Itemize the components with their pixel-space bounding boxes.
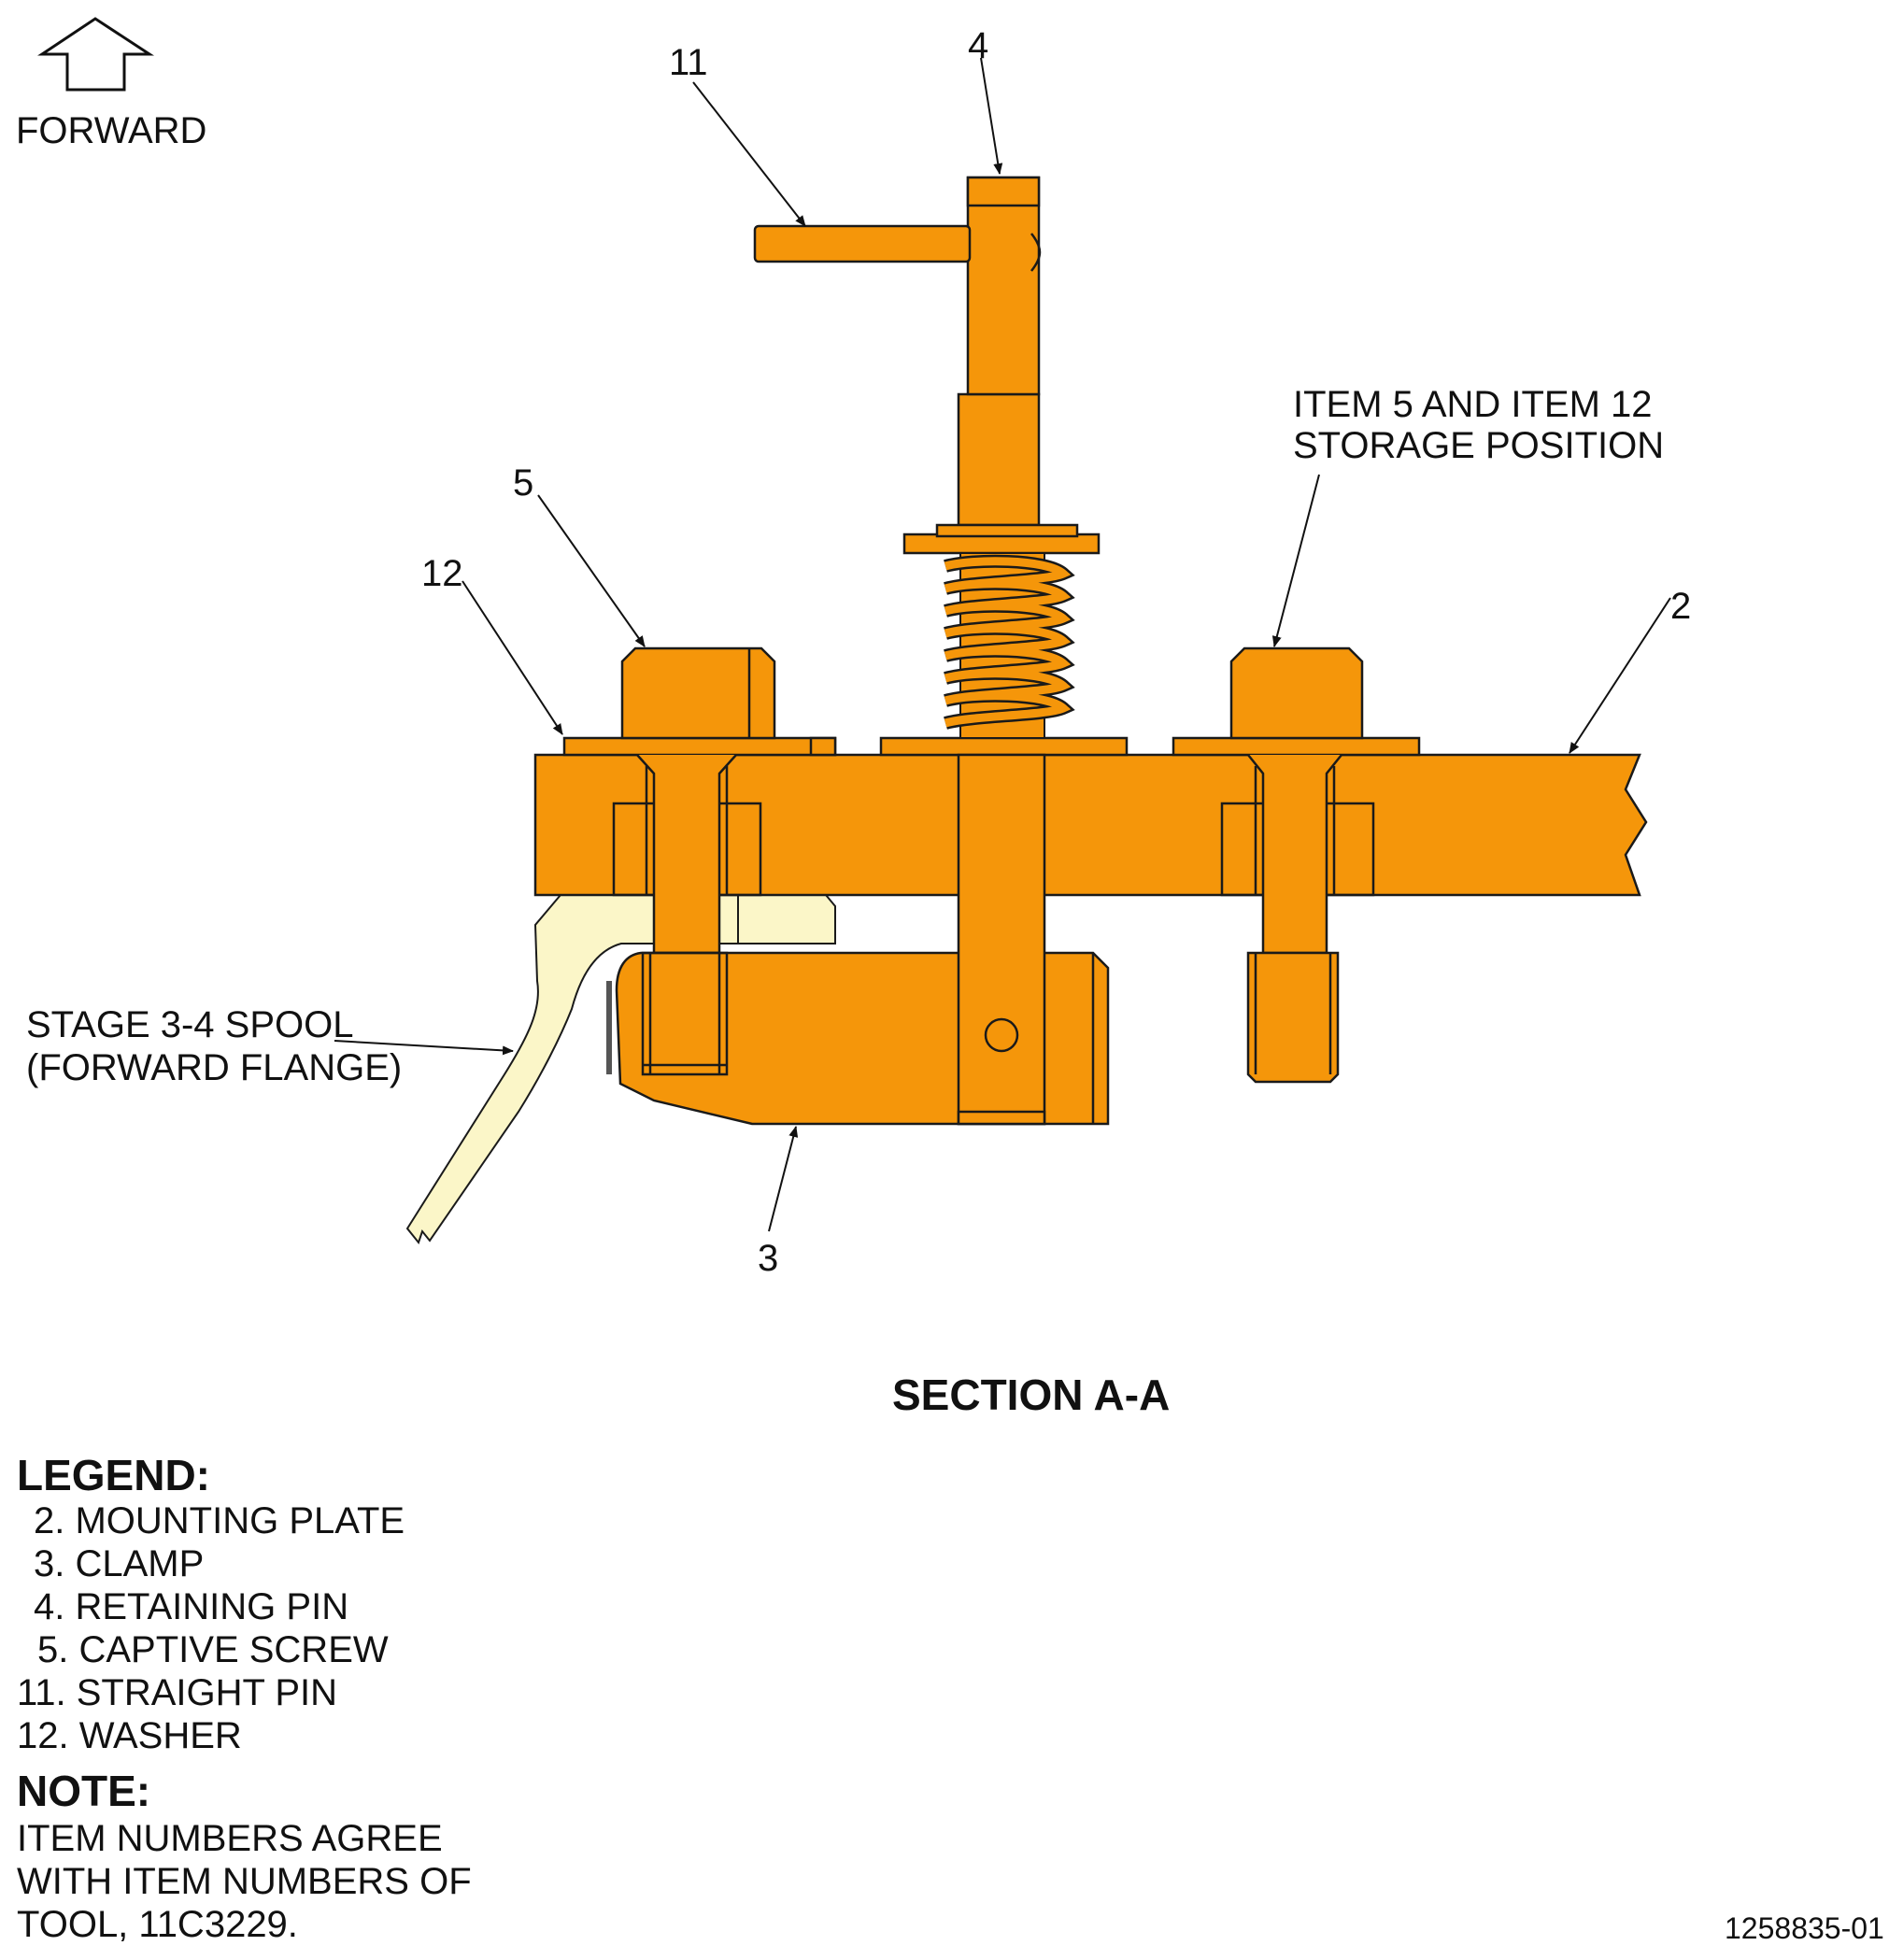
leader-lines — [334, 57, 1671, 1232]
storage-position-label-line2: STORAGE POSITION — [1293, 425, 1664, 466]
spring-shape — [944, 552, 1075, 739]
forward-label: FORWARD — [16, 110, 207, 151]
legend-item: 3. CLAMP — [34, 1543, 205, 1584]
storage-screw-nut — [1246, 951, 1340, 1084]
section-title: SECTION A-A — [892, 1371, 1171, 1419]
callout-3: 3 — [758, 1238, 778, 1279]
legend-title: LEGEND: — [17, 1451, 210, 1499]
spool-label-line1: STAGE 3-4 SPOOL — [26, 1004, 354, 1045]
note-line: WITH ITEM NUMBERS OF — [17, 1861, 472, 1902]
legend-item: 12. WASHER — [17, 1715, 242, 1756]
callout-5: 5 — [513, 462, 533, 504]
legend-item: 11. STRAIGHT PIN — [17, 1672, 338, 1713]
drawing-number: 1258835-01 — [1725, 1911, 1884, 1945]
callout-4: 4 — [968, 25, 988, 66]
stage-3-4-spool-shape — [405, 894, 836, 1245]
callout-11: 11 — [669, 42, 708, 83]
washer-shapes — [562, 736, 1421, 757]
storage-position-label-line1: ITEM 5 AND ITEM 12 — [1293, 384, 1653, 425]
retaining-pin-shape — [902, 176, 1101, 1126]
legend-item: 2. MOUNTING PLATE — [34, 1500, 405, 1541]
screw-shanks — [636, 754, 1342, 955]
note-line: TOOL, 11C3229. — [17, 1904, 298, 1945]
spool-label-line2: (FORWARD FLANGE) — [26, 1047, 402, 1088]
callout-2: 2 — [1670, 586, 1691, 627]
legend-item: 4. RETAINING PIN — [34, 1586, 349, 1627]
callout-12: 12 — [421, 553, 463, 594]
note-line: ITEM NUMBERS AGREE — [17, 1818, 443, 1859]
legend-item: 5. CAPTIVE SCREW — [37, 1629, 389, 1670]
note-title: NOTE: — [17, 1767, 151, 1815]
straight-pin-shape — [753, 224, 972, 263]
captive-screw-heads — [620, 646, 1364, 740]
forward-arrow-icon — [37, 17, 155, 92]
